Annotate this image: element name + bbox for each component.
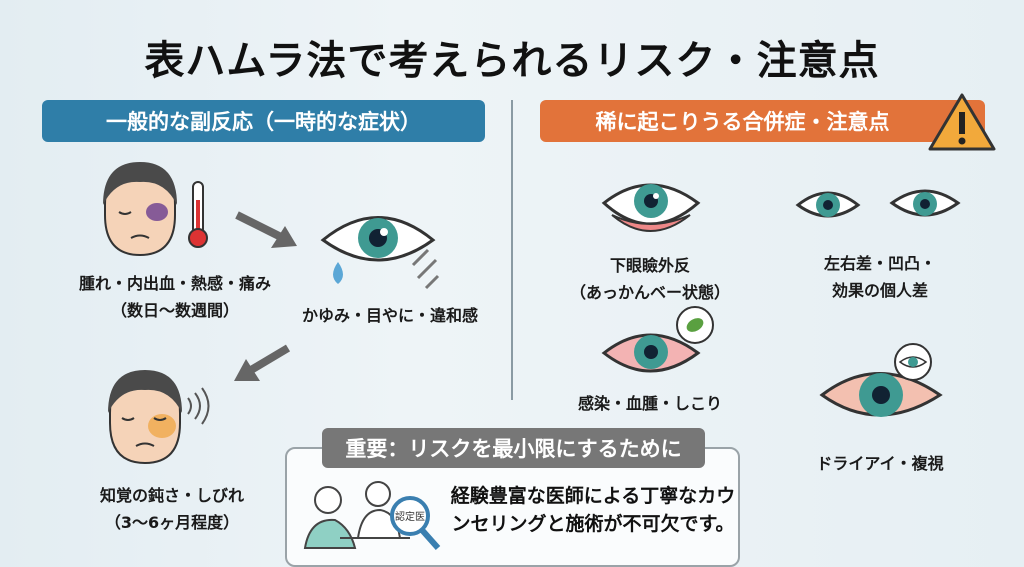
common-side-effects-banner: 一般的な副反応（一時的な症状） xyxy=(42,100,485,142)
itchy-eye-icon xyxy=(320,216,440,290)
doctor-consultation-icon: 認定医 xyxy=(303,481,441,550)
dry-eye-label: ドライアイ・複視 xyxy=(816,454,944,473)
important-heading: 重要：リスクを最小限にするために xyxy=(322,428,705,468)
arrow-down-left-icon xyxy=(234,344,291,381)
infection-label: 感染・血腫・しこり xyxy=(577,394,722,413)
warning-icon xyxy=(928,93,996,151)
section-divider xyxy=(511,100,513,400)
infected-eye-icon xyxy=(601,306,714,373)
arrow-right-icon xyxy=(235,211,297,248)
swelling-label: 腫れ・内出血・熱感・痛み（数日〜数週間） xyxy=(78,274,271,320)
page-title: 表ハムラ法で考えられるリスク・注意点 xyxy=(144,38,880,84)
ectropion-eye-icon xyxy=(601,183,701,232)
dry-eye-icon xyxy=(819,343,943,417)
rare-complications-banner: 稀に起こりうる合併症・注意点 xyxy=(540,100,985,142)
important-text: 経験豊富な医師による丁寧なカウンセリングと施術が不可欠です。 xyxy=(450,485,736,535)
numb-face-icon xyxy=(108,370,210,465)
itching-label: かゆみ・目やに・違和感 xyxy=(301,306,478,325)
thermometer-icon xyxy=(188,181,208,248)
numbness-label: 知覚の鈍さ・しびれ（3〜6ヶ月程度） xyxy=(99,486,244,532)
asymmetry-label: 左右差・凹凸・効果の個人差 xyxy=(823,254,936,300)
swollen-face-icon xyxy=(103,162,177,257)
asymmetry-eyes-icon xyxy=(795,189,961,218)
ectropion-label: 下眼瞼外反（あっかんベー状態） xyxy=(569,256,730,302)
certified-doctor-badge: 認定医 xyxy=(395,510,425,523)
